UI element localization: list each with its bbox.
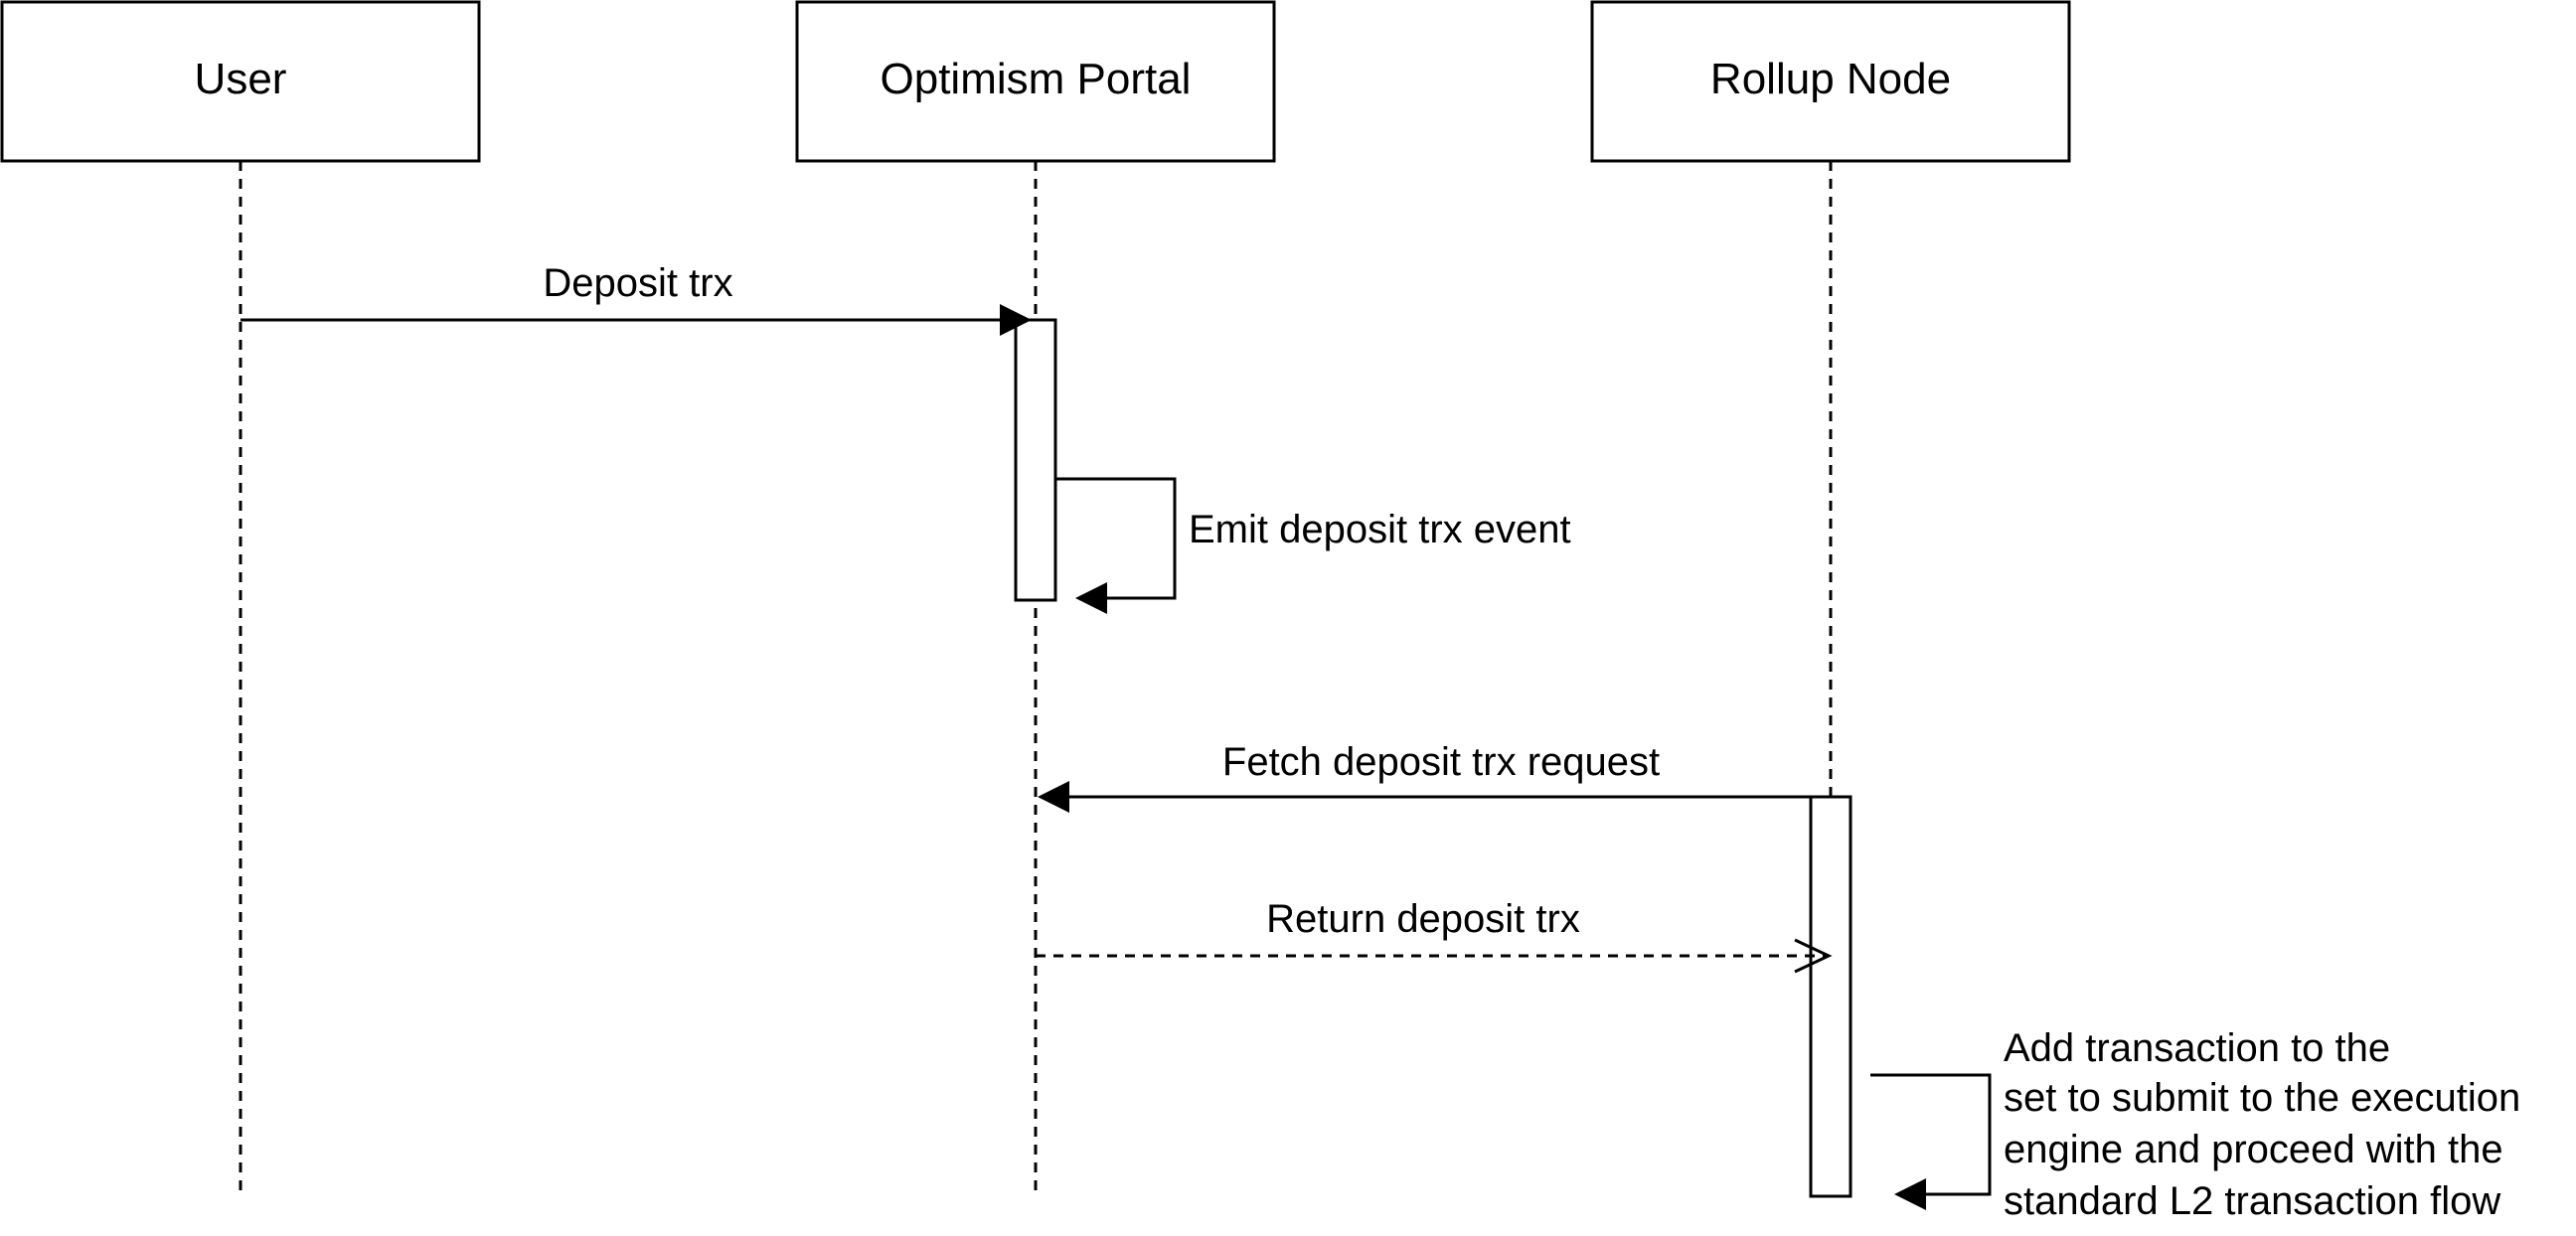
participant-label: Optimism Portal xyxy=(881,55,1192,103)
message-arrow xyxy=(1870,1073,1992,1196)
message-label-line: Add transaction to the xyxy=(2004,1026,2390,1070)
participant-rollup-node: Rollup Node xyxy=(1590,0,2071,163)
message-deposit-trx: Deposit trx xyxy=(241,261,1032,336)
message-add-transaction: Add transaction to the set to submit to … xyxy=(1870,1026,2531,1223)
message-label: Fetch deposit trx request xyxy=(1222,740,1660,784)
participant-label: Rollup Node xyxy=(1710,55,1951,103)
message-label-line: engine and proceed with the xyxy=(2004,1128,2503,1171)
message-label-line: set to submit to the execution xyxy=(2004,1076,2520,1120)
participant-optimism-portal: Optimism Portal xyxy=(795,0,1276,163)
message-fetch-deposit-trx-request: Fetch deposit trx request xyxy=(1038,740,1811,813)
message-label: Emit deposit trx event xyxy=(1189,508,1571,551)
message-arrow xyxy=(1055,477,1177,600)
message-label: Deposit trx xyxy=(543,261,732,305)
arrowhead xyxy=(1075,582,1107,614)
arrowhead xyxy=(1894,1178,1926,1210)
arrowhead xyxy=(1000,304,1032,336)
participant-box xyxy=(795,0,1276,163)
message-label: Return deposit trx xyxy=(1266,897,1580,941)
activation-bar-node xyxy=(1809,795,1852,1198)
message-label-line: standard L2 transaction flow xyxy=(2004,1179,2500,1223)
message-return-deposit-trx: Return deposit trx xyxy=(1036,897,1833,974)
participant-box xyxy=(1590,0,2071,163)
message-label: Add transaction to the set to submit to … xyxy=(2004,1026,2531,1223)
participant-box xyxy=(0,0,481,163)
participant-label: User xyxy=(195,55,287,103)
arrowhead xyxy=(1038,781,1069,813)
participant-user: User xyxy=(0,0,481,163)
message-emit-deposit-trx-event: Emit deposit trx event xyxy=(1055,477,1571,614)
activation-bar-portal xyxy=(1014,318,1057,602)
arrowhead xyxy=(1794,938,1833,974)
